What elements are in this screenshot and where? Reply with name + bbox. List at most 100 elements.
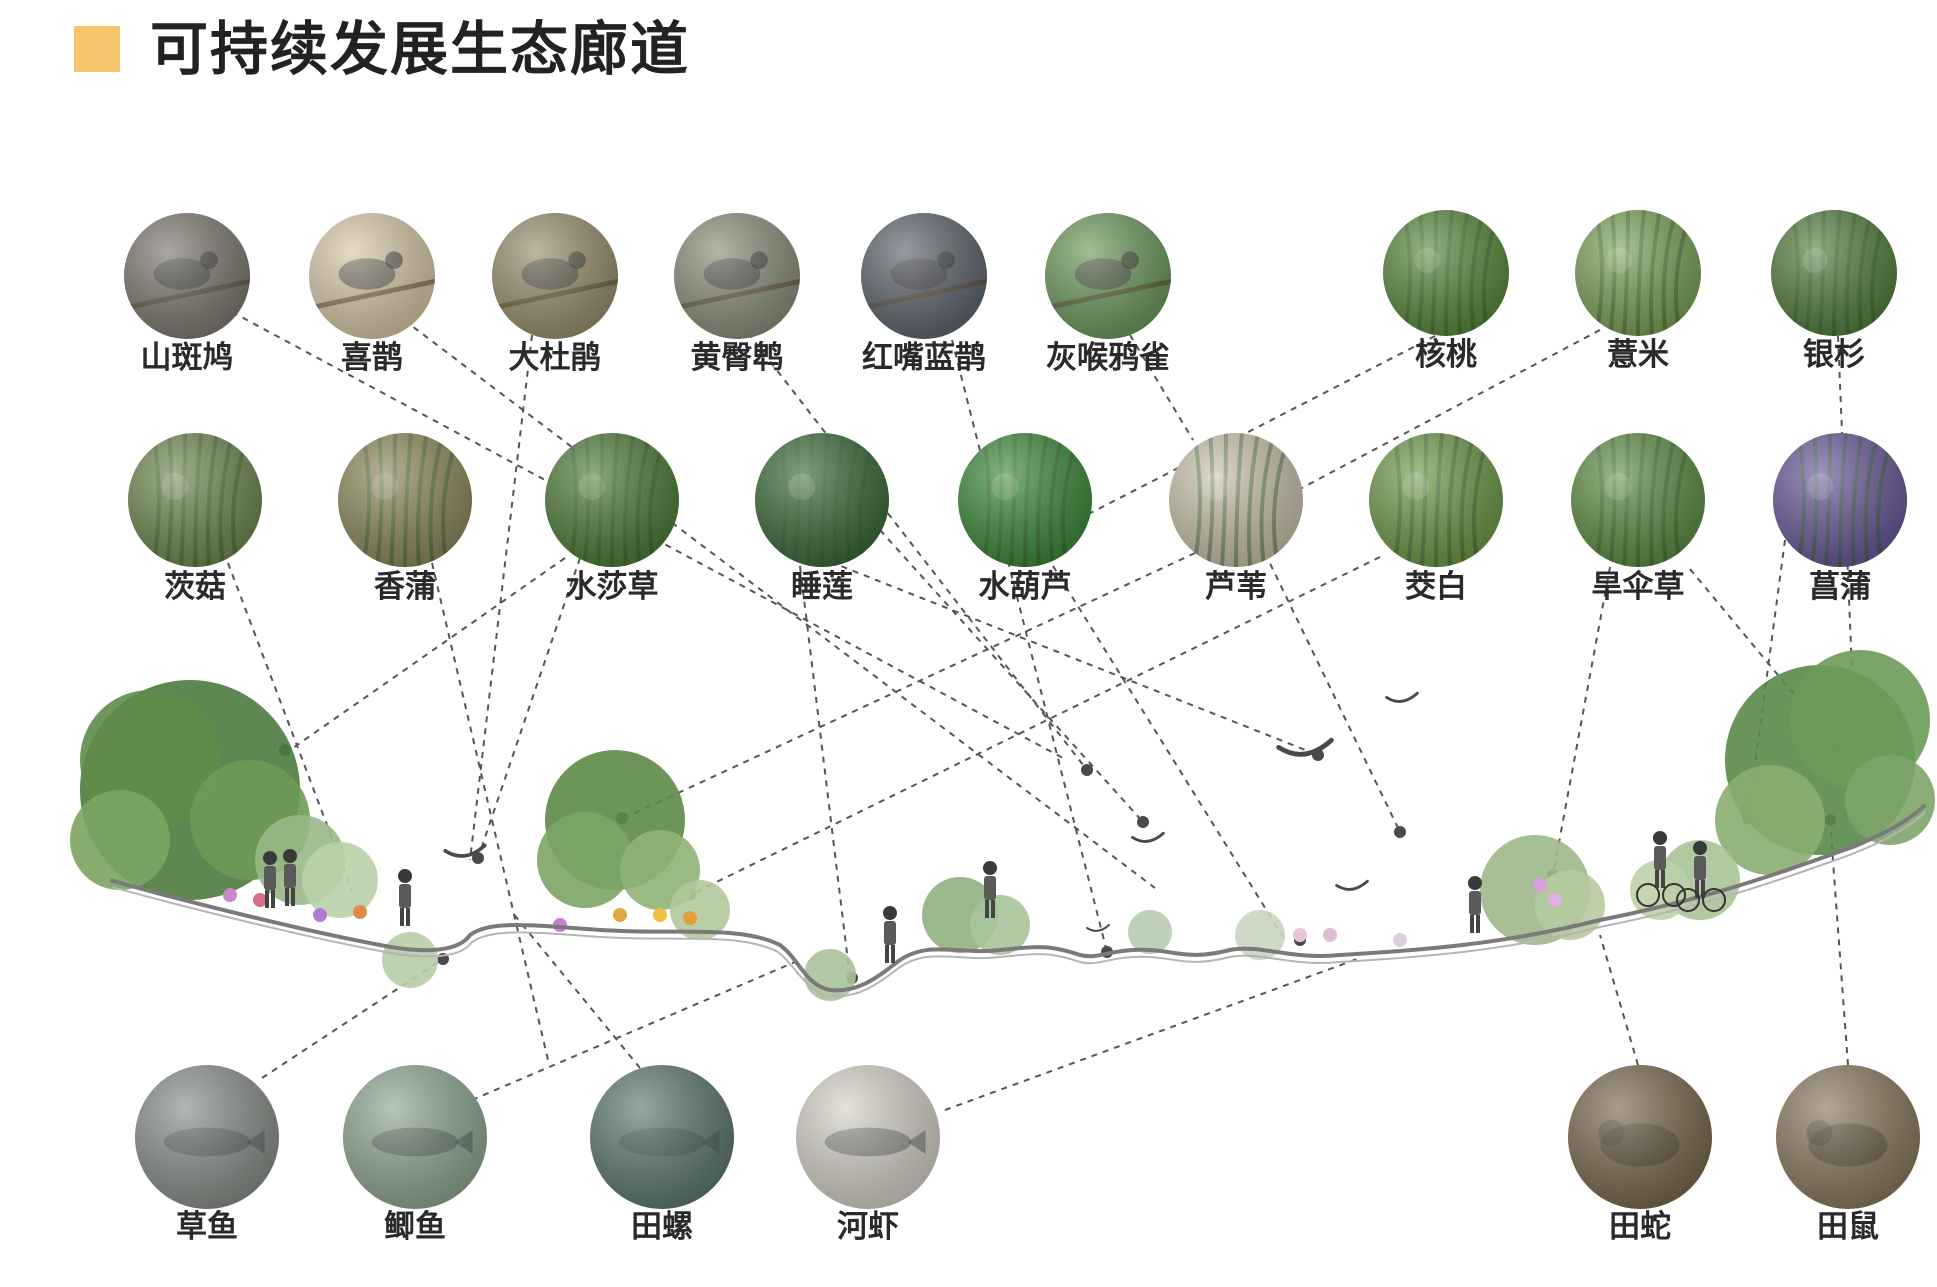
- flower-dot: [353, 905, 367, 919]
- connection-line: [1689, 568, 1837, 746]
- flower-dot: [1533, 878, 1547, 892]
- species-label: 灰喉鸦雀: [1046, 340, 1170, 376]
- flying-bird: [1086, 924, 1110, 932]
- vegetation-blob: [70, 790, 170, 890]
- people-layer: [263, 831, 1726, 963]
- species-icon-plant: [1571, 433, 1705, 567]
- connection-line: [951, 339, 1108, 953]
- species-label: 银杉: [1803, 337, 1865, 373]
- flower-dot: [1293, 928, 1307, 942]
- species-label: 水莎草: [566, 569, 659, 605]
- species-icon-ground: [1568, 1065, 1712, 1209]
- person-figure: [983, 861, 997, 918]
- flower-dot: [253, 893, 267, 907]
- species-icon-plant: [128, 433, 262, 567]
- flower-dot: [683, 911, 697, 925]
- species-icon-plant: [755, 433, 889, 567]
- species-label: 菖蒲: [1809, 569, 1871, 605]
- species-label: 薏米: [1607, 337, 1669, 373]
- species-icon-plant: [1771, 210, 1897, 336]
- species-icon-aquatic: [796, 1065, 940, 1209]
- flying-bird: [443, 843, 487, 858]
- species-icons: [124, 210, 1920, 1209]
- species-label: 鲫鱼: [384, 1209, 446, 1245]
- connection-line: [477, 557, 581, 859]
- flying-bird: [1335, 879, 1369, 891]
- flying-birds-layer: [443, 691, 1419, 932]
- habitat-anchor-dot: [472, 852, 484, 864]
- species-label: 田蛇: [1609, 1209, 1671, 1245]
- vegetation-blob: [537, 812, 633, 908]
- flower-dot: [653, 908, 667, 922]
- species-label: 旱伞草: [1592, 569, 1685, 605]
- landscape-section: [70, 650, 1935, 1001]
- habitat-anchor-dot: [1137, 816, 1149, 828]
- vegetation-blob: [670, 880, 730, 940]
- connection-line: [471, 961, 796, 1101]
- flying-bird: [1385, 691, 1419, 703]
- bicycle: [1636, 883, 1686, 907]
- connection-line: [799, 565, 851, 979]
- species-label: 核桃: [1415, 337, 1477, 373]
- flower-dot: [313, 908, 327, 922]
- connection-line: [403, 319, 1156, 889]
- bicycle: [1676, 888, 1726, 912]
- species-icon-aquatic: [590, 1065, 734, 1209]
- species-label: 河虾: [837, 1209, 899, 1245]
- connection-line: [1299, 329, 1601, 490]
- page-title: 可持续发展生态廊道: [150, 15, 691, 83]
- species-icon-bird: [309, 213, 435, 339]
- vegetation-blob: [302, 842, 378, 918]
- vegetation-blob: [382, 932, 438, 988]
- species-label: 芦苇: [1205, 569, 1267, 605]
- title-accent-square: [74, 26, 120, 72]
- species-label: 山斑鸠: [141, 340, 234, 376]
- vegetation-blob: [804, 949, 856, 1001]
- habitat-anchor-dot: [1081, 764, 1093, 776]
- species-icon-plant: [958, 433, 1092, 567]
- ground-profile-line: [109, 803, 1927, 993]
- flying-bird: [1131, 831, 1165, 843]
- species-label: 喜鹊: [341, 340, 403, 376]
- person-figure: [283, 849, 297, 906]
- ground-profile-inner-line: [111, 811, 1926, 998]
- vegetation-blob: [1790, 650, 1930, 790]
- species-icon-bird: [674, 213, 800, 339]
- species-label: 黄臀鹎: [691, 340, 784, 376]
- person-figure: [1468, 876, 1482, 933]
- species-label: 香蒲: [374, 569, 436, 605]
- connection-line: [689, 556, 1381, 896]
- habitat-anchor-dot: [1394, 826, 1406, 838]
- person-figure: [1653, 831, 1667, 888]
- vegetation-blob: [970, 895, 1030, 955]
- species-label: 草鱼: [176, 1209, 238, 1245]
- person-figure: [398, 869, 412, 926]
- species-icon-bird: [124, 213, 250, 339]
- person-figure: [883, 906, 897, 963]
- species-labels: 山斑鸠喜鹊大杜鹃黄臀鹎红嘴蓝鹊灰喉鸦雀核桃薏米银杉茨菇香蒲水莎草睡莲水葫芦芦苇茭…: [141, 337, 1880, 1245]
- species-label: 田螺: [631, 1209, 693, 1245]
- person-figure: [263, 851, 277, 908]
- vegetation-blob: [1128, 910, 1172, 954]
- species-label: 田鼠: [1817, 1209, 1879, 1245]
- species-icon-plant: [1383, 210, 1509, 336]
- flower-dot: [613, 908, 627, 922]
- connection-line: [469, 334, 533, 861]
- species-label: 红嘴蓝鹊: [862, 340, 986, 376]
- species-label: 茭白: [1405, 569, 1467, 605]
- connection-line: [289, 557, 566, 751]
- connection-line: [1264, 552, 1401, 833]
- species-icon-plant: [338, 433, 472, 567]
- title-block: 可持续发展生态廊道: [74, 14, 690, 84]
- species-icon-plant: [1575, 210, 1701, 336]
- species-icon-ground: [1776, 1065, 1920, 1209]
- vegetation-blob: [1535, 870, 1605, 940]
- flying-bird: [1276, 737, 1334, 757]
- connection-line: [1552, 566, 1611, 876]
- connection-line: [1599, 934, 1639, 1066]
- connection-line: [431, 562, 549, 1061]
- species-label: 睡莲: [791, 569, 853, 605]
- species-icon-plant: [1773, 433, 1907, 567]
- flower-dot: [1548, 893, 1562, 907]
- connection-line: [621, 552, 1196, 820]
